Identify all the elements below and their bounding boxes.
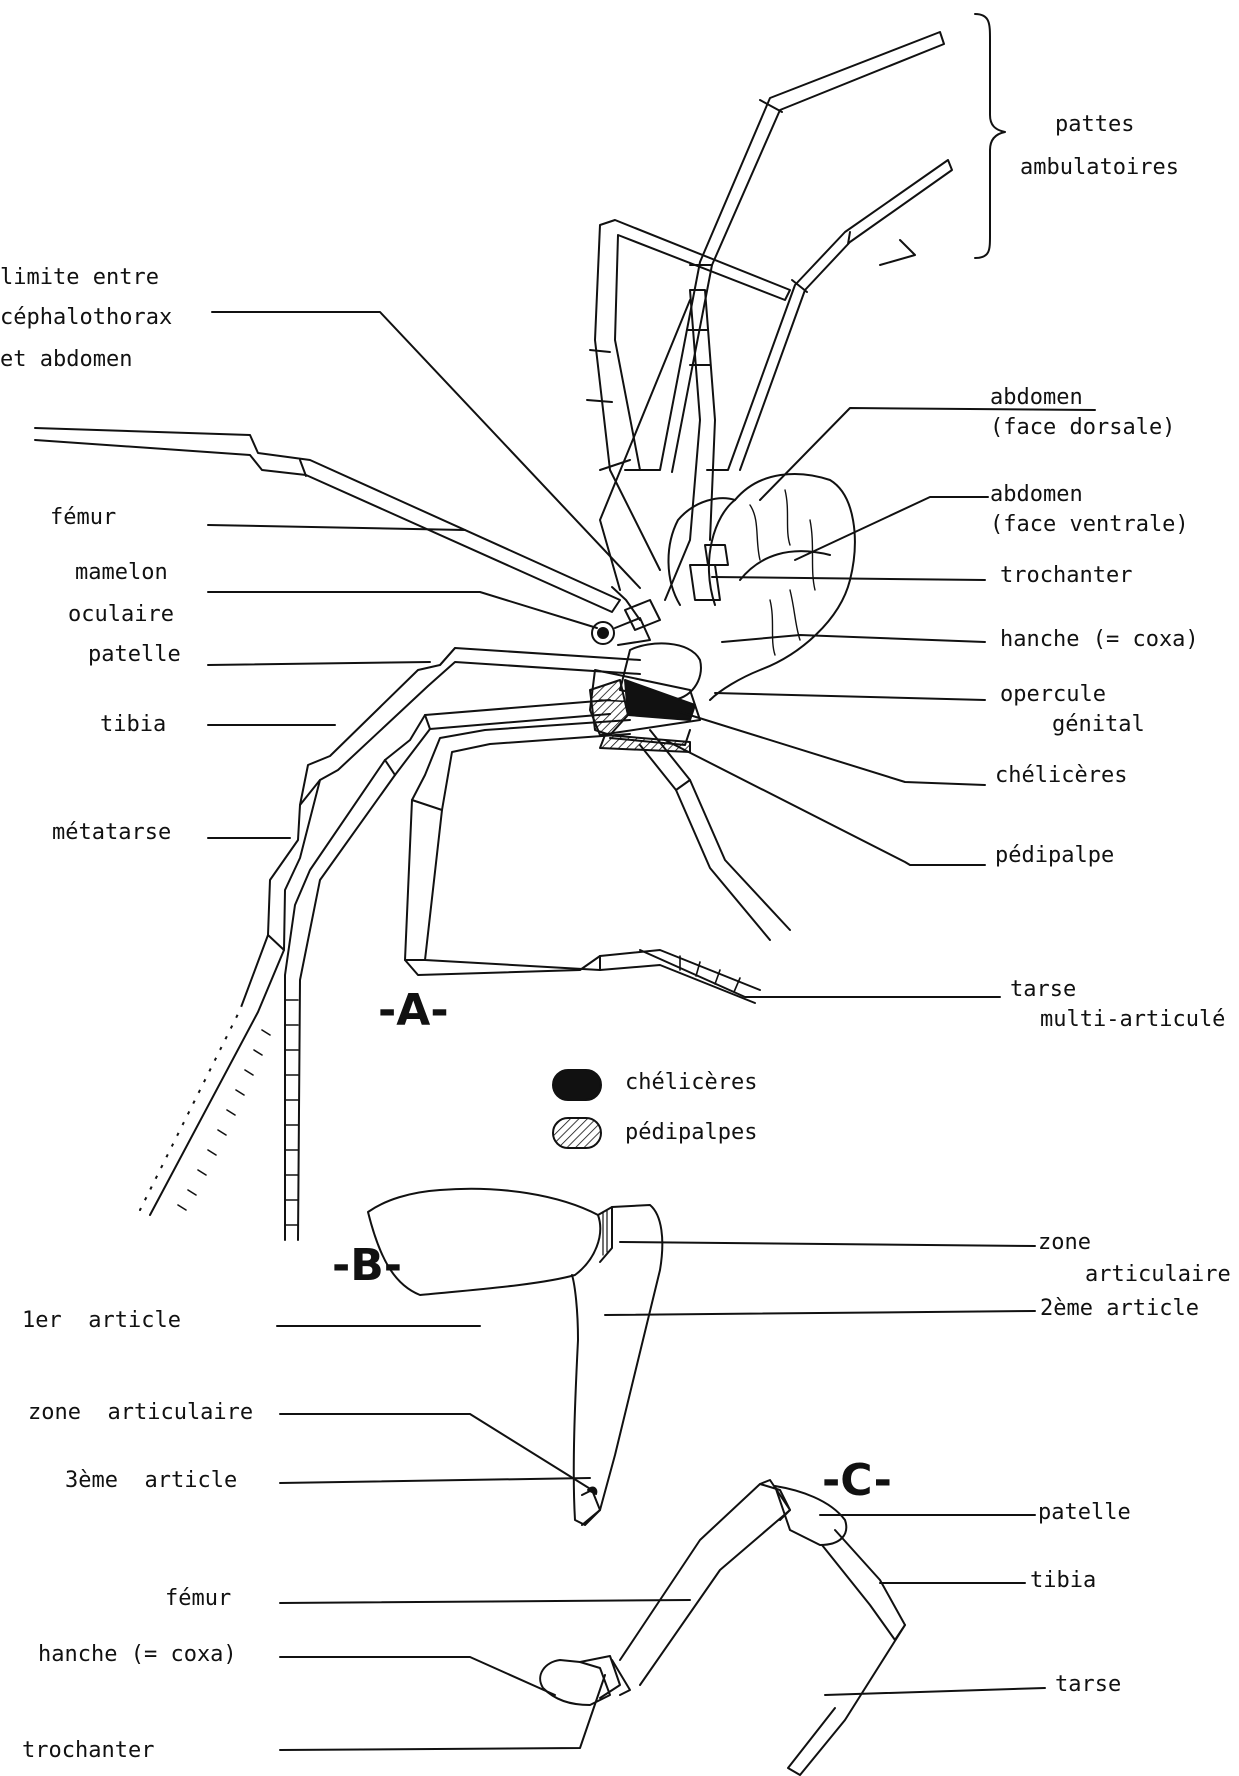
label-opercule-1: opercule <box>1000 682 1106 708</box>
label-tibia-C: tibia <box>1030 1568 1096 1594</box>
label-ambulatoires: ambulatoires <box>1020 155 1179 181</box>
abdomen <box>668 474 854 700</box>
leg-upper-2 <box>707 160 952 470</box>
label-trochanter-A: trochanter <box>1000 563 1132 589</box>
label-mamelon-2: oculaire <box>68 602 174 628</box>
label-mamelon-1: mamelon <box>75 560 168 586</box>
label-tibia-A: tibia <box>100 712 166 738</box>
label-zone-art-right-1: zone <box>1038 1230 1091 1256</box>
leg-upper-4 <box>665 290 715 600</box>
figure-letter-A: -A- <box>378 985 449 1036</box>
label-abd-ventral-1: abdomen <box>990 482 1083 508</box>
figure-C-leg <box>540 1480 905 1775</box>
label-zone-art-right-2: articulaire <box>1085 1262 1231 1288</box>
label-limite-3: et abdomen <box>0 347 132 373</box>
figure-letter-B: -B- <box>332 1240 402 1291</box>
figure-letter-C: -C- <box>822 1455 892 1506</box>
leg-upper-1 <box>625 32 944 472</box>
label-pattes: pattes <box>1055 112 1134 138</box>
leader-lines-C <box>280 1515 1045 1750</box>
leg-upper-3 <box>587 220 790 590</box>
legend-label-chelicere: chélicères <box>625 1070 757 1095</box>
label-femur-A: fémur <box>50 505 116 531</box>
label-opercule-2: génital <box>1052 712 1145 738</box>
label-article3: 3ème article <box>65 1468 237 1494</box>
legend-label-pedipalpes: pédipalpes <box>625 1120 757 1145</box>
label-abd-ventral-2: (face ventrale) <box>990 512 1189 538</box>
label-limite-2: céphalothorax <box>0 305 172 331</box>
pedipalp-fill <box>590 680 628 735</box>
label-metatarse: métatarse <box>52 820 171 846</box>
label-hanche-C: hanche (= coxa) <box>38 1642 237 1668</box>
label-abd-dorsal-1: abdomen <box>990 385 1083 411</box>
label-patelle-C: patelle <box>1038 1500 1131 1526</box>
label-tarse-C: tarse <box>1055 1672 1121 1698</box>
figure-B-chelicera <box>368 1189 662 1525</box>
leg-lower-fourth <box>640 730 790 940</box>
label-zone-art-left: zone articulaire <box>28 1400 253 1426</box>
label-femur-C: fémur <box>165 1586 231 1612</box>
label-article1: 1er article <box>22 1308 181 1334</box>
label-limite-1: limite entre <box>0 265 159 291</box>
label-pedipalpe-A: pédipalpe <box>995 843 1114 869</box>
label-chelicere-A: chélicères <box>995 763 1127 789</box>
ocular-tubercle <box>592 618 650 645</box>
label-hanche-A: hanche (= coxa) <box>1000 627 1199 653</box>
label-tarse-2: multi-articulé <box>1040 1007 1225 1033</box>
label-patelle-A: patelle <box>88 642 181 668</box>
legend-swatch-chelicere <box>553 1070 601 1100</box>
legend-swatch-pedipalpes <box>553 1118 601 1148</box>
brace <box>975 14 1005 258</box>
label-tarse-1: tarse <box>1010 977 1076 1003</box>
leader-lines-A <box>208 312 1095 997</box>
label-trochanter-C: trochanter <box>22 1738 154 1764</box>
label-article2: 2ème article <box>1040 1296 1199 1322</box>
pedipalp-fill-2 <box>600 735 690 752</box>
label-abd-dorsal-2: (face dorsale) <box>990 415 1175 441</box>
